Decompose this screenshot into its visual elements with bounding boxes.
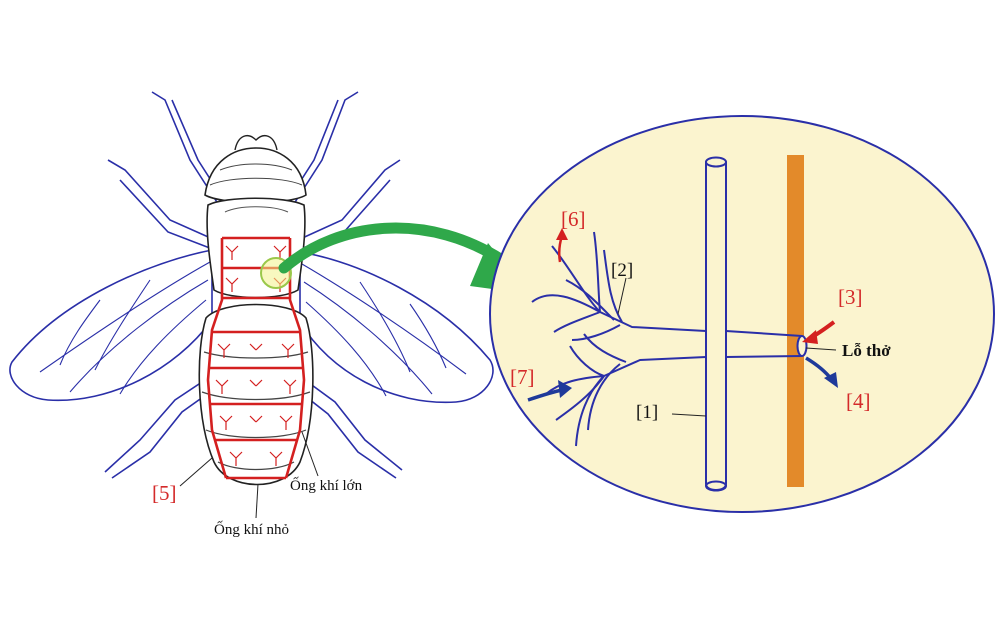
right-trachea-trunk bbox=[284, 238, 306, 479]
trachea-tree bbox=[531, 156, 808, 492]
label-small-trachea: Ống khí nhỏ bbox=[214, 520, 289, 538]
left-wing bbox=[9, 249, 213, 402]
label-3: [3] bbox=[838, 285, 863, 309]
label-1: [1] bbox=[636, 402, 658, 423]
label-spiracle: Lỗ thở bbox=[842, 341, 891, 360]
label-5: [5] bbox=[152, 481, 177, 505]
blue-arrow-icon bbox=[527, 380, 572, 402]
label-6: [6] bbox=[561, 207, 586, 231]
body-wall bbox=[787, 155, 804, 487]
air-in-arrow-icon bbox=[802, 320, 836, 344]
head bbox=[204, 134, 307, 204]
zoom-circle-icon bbox=[489, 115, 995, 513]
insect: [5] Ống khí lớn Ống khí nhỏ bbox=[9, 91, 494, 538]
small-tracheoles bbox=[215, 245, 297, 466]
spiracle-tube bbox=[725, 330, 803, 358]
main-trachea-tube bbox=[705, 162, 727, 491]
label-4: [4] bbox=[846, 389, 871, 413]
leader-lines bbox=[179, 431, 319, 519]
zoom-leader-lines bbox=[617, 277, 837, 417]
label-large-trachea: Ống khí lớn bbox=[290, 476, 363, 494]
label-2: [2] bbox=[611, 260, 633, 281]
left-trachea-trunk bbox=[206, 238, 228, 479]
right-wing bbox=[299, 251, 494, 404]
red-arrow-icon bbox=[556, 228, 568, 263]
label-7: [7] bbox=[510, 365, 535, 389]
air-out-arrow-icon bbox=[805, 356, 838, 388]
